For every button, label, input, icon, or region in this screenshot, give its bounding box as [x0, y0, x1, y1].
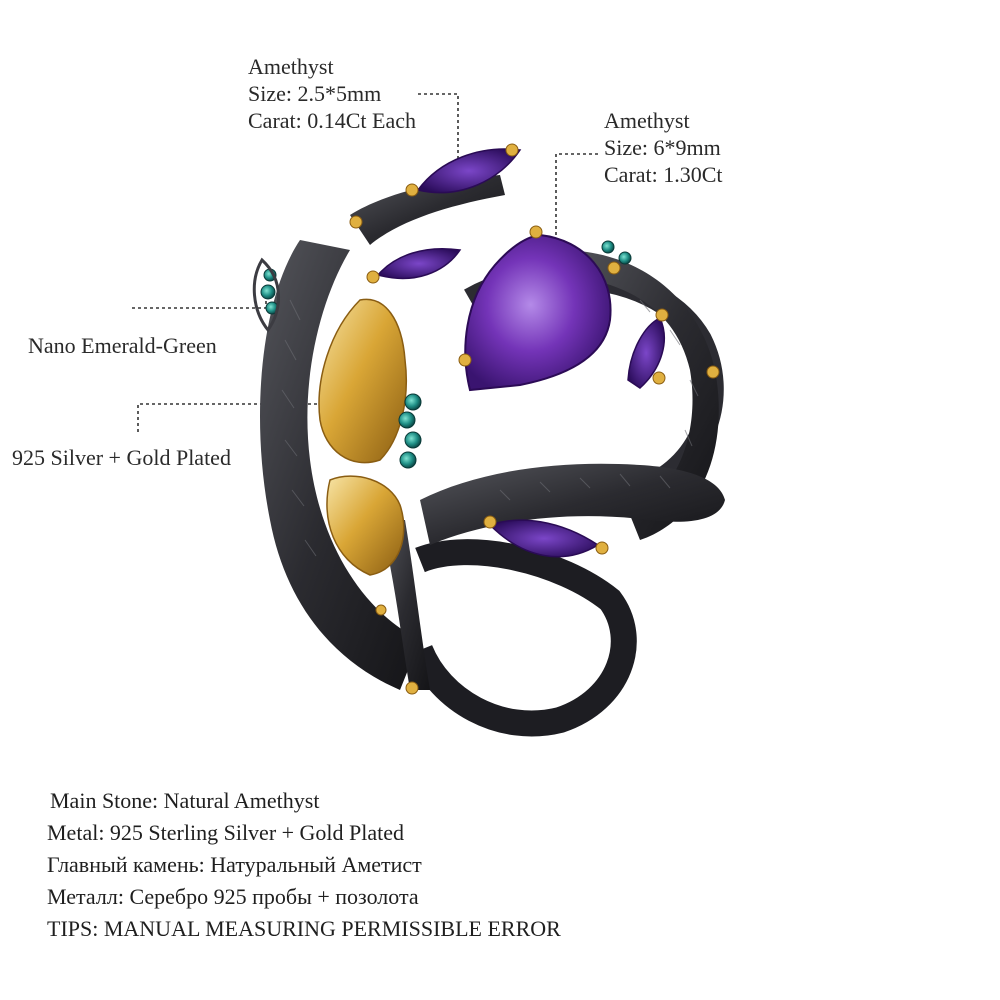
spec-tips: TIPS: MANUAL MEASURING PERMISSIBLE ERROR [47, 916, 561, 941]
spec-metal-ru: Металл: Серебро 925 пробы + позолота [47, 884, 419, 909]
spec-main-stone-ru: Главный камень: Натуральный Аметист [47, 852, 422, 877]
callout-metal: 925 Silver + Gold Plated [12, 444, 231, 471]
small-marquise-amethyst-left [376, 248, 462, 280]
gold-flower-upper [318, 298, 408, 464]
callout-emerald: Nano Emerald-Green [28, 332, 217, 359]
small-marquise-amethyst-top [416, 148, 522, 194]
callout-main-amethyst-size: Size: 6*9mm [604, 135, 721, 160]
gold-flower-lower [326, 475, 405, 576]
callout-small-amethyst-size: Size: 2.5*5mm [248, 81, 382, 106]
callout-small-amethyst: Amethyst Size: 2.5*5mm Carat: 0.14Ct Eac… [248, 53, 416, 134]
bark-texture [281, 299, 699, 557]
branch-left [260, 240, 420, 690]
product-specs: Main Stone: Natural Amethyst Metal: 925 … [47, 785, 561, 945]
spec-main-stone: Main Stone: Natural Amethyst [50, 788, 320, 813]
spec-metal: Metal: 925 Sterling Silver + Gold Plated [47, 820, 405, 845]
nano-emerald-stones [260, 240, 632, 469]
callout-main-amethyst: Amethyst Size: 6*9mm Carat: 1.30Ct [604, 107, 723, 188]
callout-emerald-label: Nano Emerald-Green [28, 333, 217, 358]
emerald-leaf [252, 257, 280, 333]
leader-main-amethyst [555, 153, 598, 278]
callout-small-amethyst-name: Amethyst [248, 54, 334, 79]
leader-small-amethyst [418, 93, 459, 160]
callout-small-amethyst-carat: Carat: 0.14Ct Each [248, 108, 417, 133]
callout-main-amethyst-carat: Carat: 1.30Ct [604, 162, 723, 187]
ring-band [407, 539, 637, 737]
leader-emerald [132, 287, 267, 309]
callout-main-amethyst-name: Amethyst [604, 108, 690, 133]
branch-top [350, 175, 505, 245]
callout-metal-label: 925 Silver + Gold Plated [12, 445, 231, 470]
gold-prongs [349, 143, 720, 695]
branch-right [560, 250, 719, 540]
main-pear-amethyst [464, 233, 612, 392]
